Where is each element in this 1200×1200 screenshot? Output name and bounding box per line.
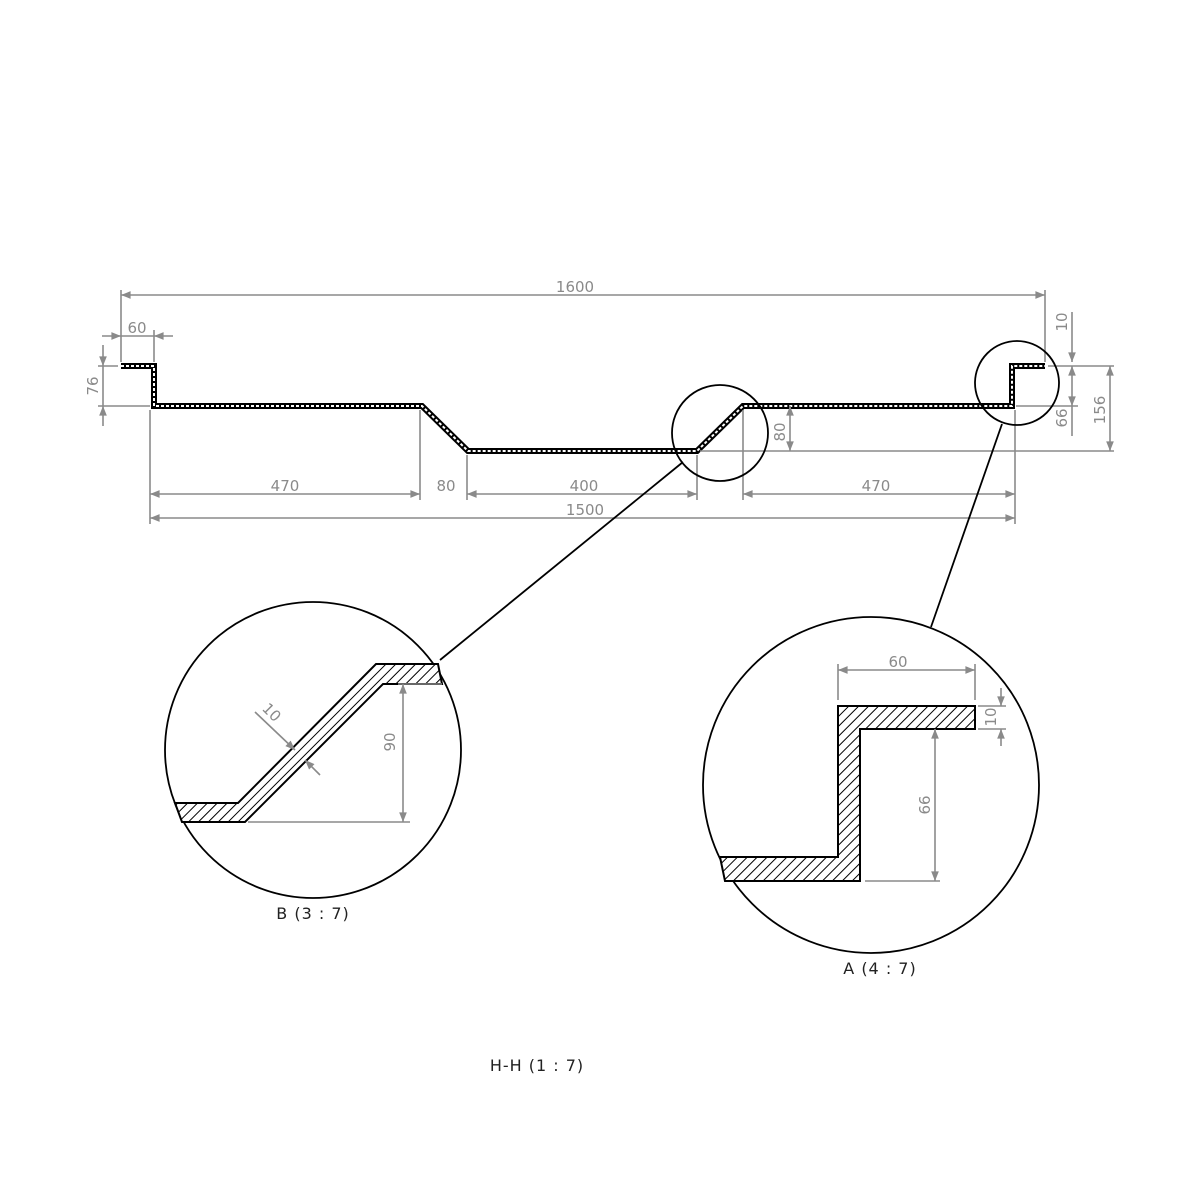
dim-60: 60 <box>127 319 146 337</box>
detail-b-dim-90: 90 <box>381 732 399 751</box>
section-title: H-H (1 : 7) <box>490 1056 584 1075</box>
detail-a-callout-circle <box>974 340 1060 426</box>
detail-a-dim-10: 10 <box>982 707 1000 726</box>
dim-470-right: 470 <box>862 477 891 495</box>
extension-lines <box>98 290 1114 524</box>
detail-a-dim-66: 66 <box>916 795 934 814</box>
dim-156: 156 <box>1091 396 1109 425</box>
detail-b-label: B (3 : 7) <box>276 904 349 923</box>
main-profile <box>121 363 1045 454</box>
detail-b-leader <box>439 461 684 661</box>
dim-400: 400 <box>570 477 599 495</box>
dimension-labels: 1600 60 76 470 80 400 470 1500 80 10 66 … <box>84 278 1109 519</box>
dim-66: 66 <box>1053 408 1071 427</box>
dimension-lines <box>99 291 1114 522</box>
detail-a-label: A (4 : 7) <box>843 959 916 978</box>
detail-b: 90 10 B (3 : 7) <box>164 601 462 923</box>
dim-76: 76 <box>84 376 102 395</box>
detail-a-dim-60: 60 <box>888 653 907 671</box>
dim-10: 10 <box>1053 312 1071 331</box>
dim-80-vertical: 80 <box>771 422 789 441</box>
detail-a-leader <box>930 423 1003 628</box>
dim-470-left: 470 <box>271 477 300 495</box>
dim-1500: 1500 <box>566 501 604 519</box>
dim-1600: 1600 <box>556 278 594 296</box>
detail-b-callout-circle <box>671 384 769 482</box>
detail-a: 60 10 66 A (4 : 7) <box>702 616 1040 978</box>
dim-80: 80 <box>436 477 455 495</box>
detail-b-dim-10: 10 <box>258 699 284 725</box>
